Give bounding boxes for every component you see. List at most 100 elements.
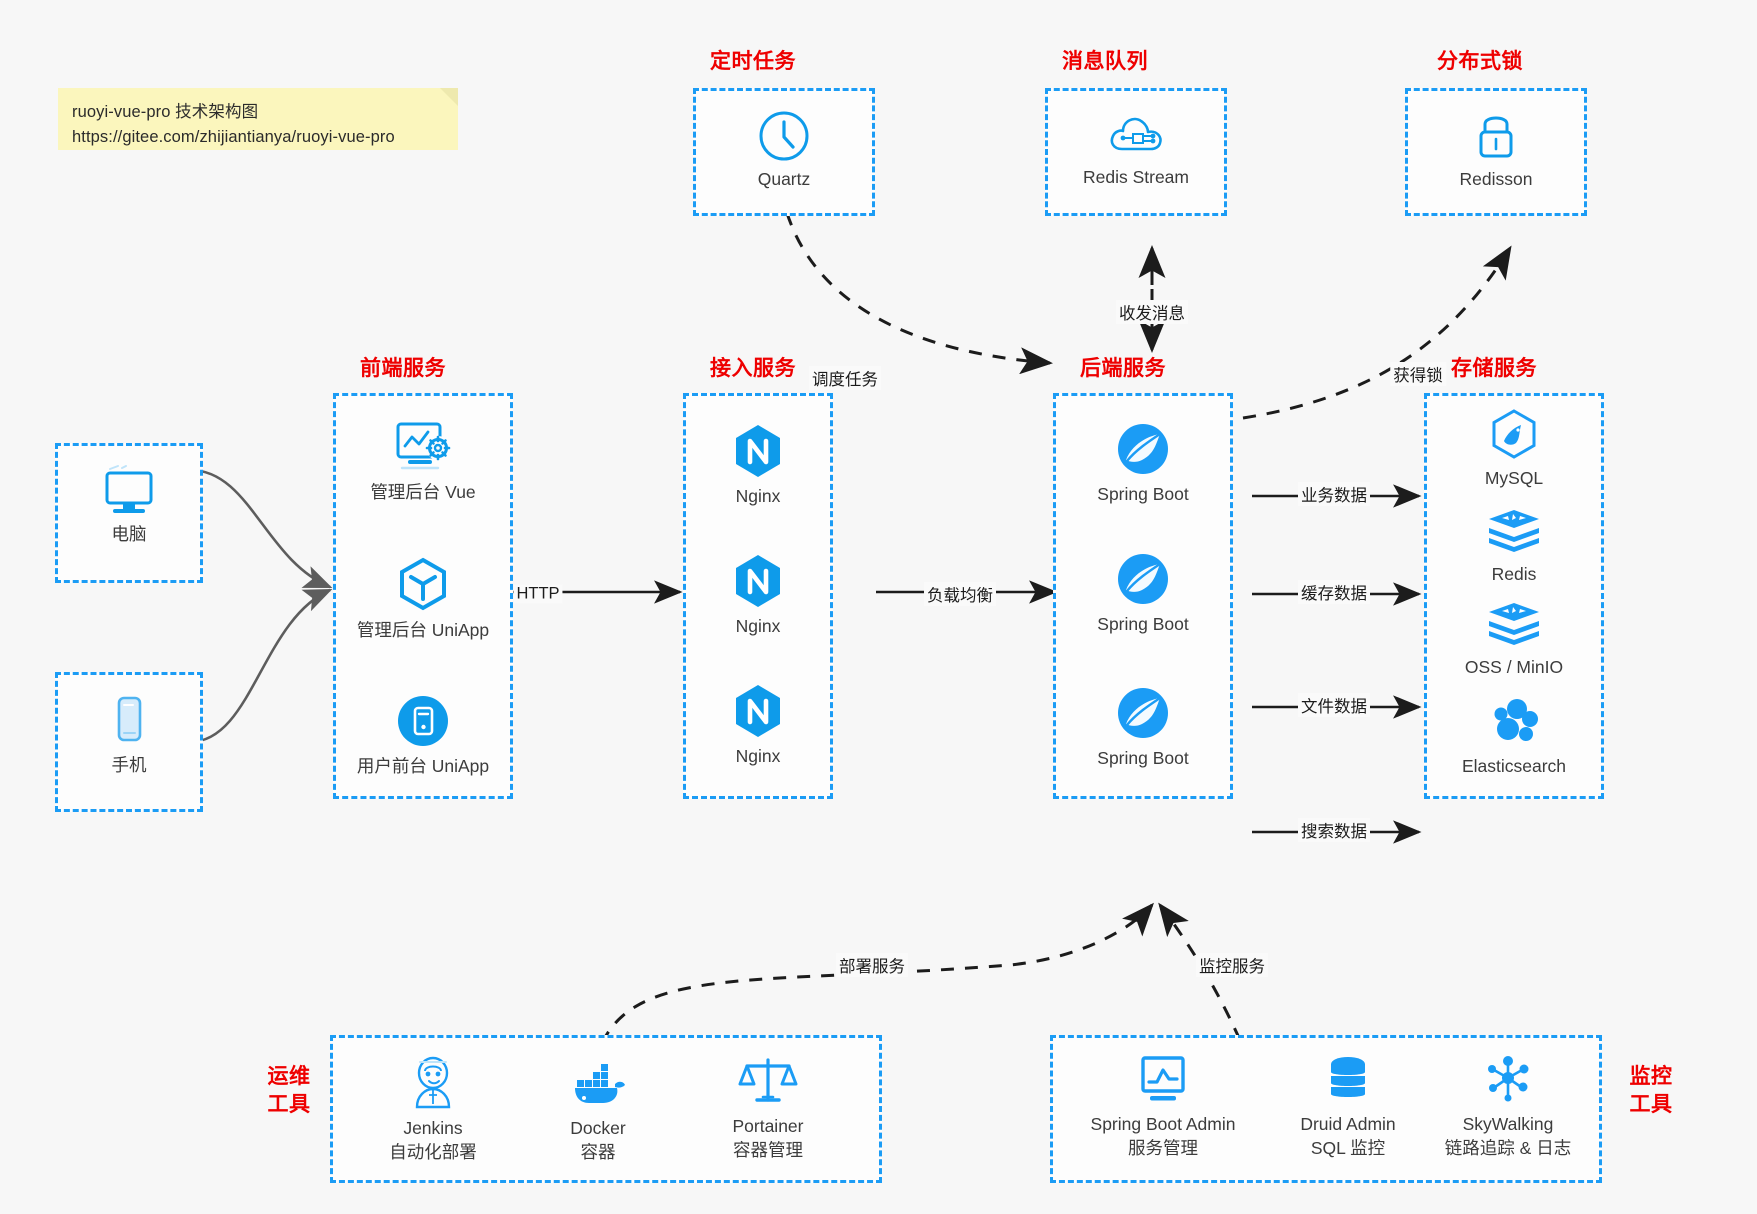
node-jenkins[interactable]: Jenkins 自动化部署 — [353, 1054, 513, 1164]
group-box-mq: Redis Stream — [1045, 88, 1227, 216]
node-label: Portainer — [732, 1116, 804, 1136]
node-label: Spring Boot — [1097, 614, 1189, 634]
node-label: Spring Boot Admin — [1090, 1114, 1236, 1134]
group-box-frontend: 管理后台 Vue 管理后台 UniApp 用户前台 UniApp — [333, 393, 513, 799]
note-line-2: https://gitee.com/zhijiantianya/ruoyi-vu… — [72, 127, 395, 146]
node-portainer[interactable]: Portainer 容器管理 — [683, 1052, 853, 1162]
note-fold-icon — [440, 88, 458, 106]
group-box-scheduler: Quartz — [693, 88, 875, 216]
node-nginx-2[interactable]: Nginx — [686, 552, 830, 639]
spring-leaf-icon — [1118, 688, 1168, 738]
scales-balance-icon — [738, 1058, 798, 1102]
node-skywalking[interactable]: SkyWalking 链路追踪 & 日志 — [1423, 1052, 1593, 1160]
edge-label-deploy: 部署服务 — [836, 953, 908, 977]
nginx-icon — [736, 555, 780, 607]
node-oss-minio[interactable]: OSS / MinIO — [1427, 599, 1601, 680]
node-mobile[interactable]: 手机 — [58, 693, 200, 778]
edge-label-cache-data: 缓存数据 — [1298, 580, 1370, 604]
clock-icon — [759, 111, 809, 161]
node-label: Elasticsearch — [1461, 756, 1567, 776]
node-label: 管理后台 Vue — [370, 482, 476, 502]
edge-label-lock: 获得锁 — [1390, 362, 1446, 386]
group-box-backend: Spring Boot Spring Boot Spring Boot — [1053, 393, 1233, 799]
node-nginx-1[interactable]: Nginx — [686, 422, 830, 509]
node-springboot-3[interactable]: Spring Boot — [1056, 684, 1230, 771]
group-title-storage: 存储服务 — [1451, 357, 1537, 380]
node-sublabel: 自动化部署 — [389, 1141, 477, 1162]
group-title-scheduler: 定时任务 — [710, 50, 796, 73]
edge-mobile-to-frontend — [189, 588, 333, 744]
group-title-mq: 消息队列 — [1062, 50, 1148, 73]
node-spring-boot-admin[interactable]: Spring Boot Admin 服务管理 — [1063, 1052, 1263, 1160]
node-redis[interactable]: Redis — [1427, 506, 1601, 587]
node-mysql[interactable]: MySQL — [1427, 408, 1601, 491]
node-redisson[interactable]: Redisson — [1408, 107, 1584, 192]
node-label: Quartz — [757, 169, 811, 189]
group-title-devops-line2: 工具 — [267, 1093, 311, 1117]
node-elasticsearch[interactable]: Elasticsearch — [1427, 696, 1601, 779]
group-box-lock: Redisson — [1405, 88, 1587, 216]
spring-leaf-icon — [1118, 424, 1168, 474]
node-springboot-2[interactable]: Spring Boot — [1056, 550, 1230, 637]
mobile-phone-icon — [117, 696, 142, 742]
dashboard-gear-icon — [396, 422, 451, 470]
node-label: Spring Boot — [1097, 748, 1189, 768]
node-springboot-1[interactable]: Spring Boot — [1056, 420, 1230, 507]
node-sublabel: 容器管理 — [733, 1139, 803, 1160]
edge-label-business-data: 业务数据 — [1298, 482, 1370, 506]
node-label: Jenkins — [403, 1118, 463, 1138]
padlock-icon — [1479, 116, 1513, 158]
database-cylinder-icon — [1331, 1057, 1365, 1097]
app-tile-icon — [398, 696, 448, 746]
note-line-1: ruoyi-vue-pro 技术架构图 — [72, 103, 259, 121]
node-nginx-3[interactable]: Nginx — [686, 682, 830, 769]
monitor-chart-icon — [1141, 1056, 1185, 1101]
node-quartz[interactable]: Quartz — [696, 109, 872, 192]
group-title-devops-line1: 运维 — [267, 1065, 311, 1088]
group-title-gateway: 接入服务 — [710, 357, 796, 380]
jenkins-butler-icon — [415, 1056, 451, 1109]
node-label: 电脑 — [111, 524, 147, 544]
node-label: Docker — [570, 1118, 626, 1138]
node-label: Nginx — [735, 486, 781, 506]
group-title-monitor-line1: 监控 — [1629, 1065, 1673, 1088]
node-label: Redis Stream — [1082, 167, 1189, 187]
node-sublabel: 服务管理 — [1128, 1137, 1198, 1158]
edge-label-http: HTTP — [513, 584, 563, 604]
node-admin-vue[interactable]: 管理后台 Vue — [336, 418, 510, 505]
group-box-storage: MySQL Redis OSS / MinIO — [1424, 393, 1604, 799]
node-docker[interactable]: Docker 容器 — [518, 1054, 678, 1164]
node-desktop[interactable]: 电脑 — [58, 464, 200, 547]
hexagon-cube-icon — [400, 557, 446, 611]
group-box-gateway: Nginx Nginx Nginx — [683, 393, 833, 799]
group-title-backend: 后端服务 — [1080, 357, 1166, 380]
edge-label-mq: 收发消息 — [1116, 300, 1188, 324]
node-sublabel: 链路追踪 & 日志 — [1444, 1137, 1572, 1158]
node-label: Redisson — [1459, 169, 1533, 189]
node-label: Redis — [1491, 564, 1537, 584]
edge-schedule-line — [785, 212, 1053, 375]
group-box-client-desktop: 电脑 — [55, 443, 203, 583]
edge-label-search-data: 搜索数据 — [1298, 818, 1370, 842]
desktop-monitor-icon — [105, 465, 153, 513]
docker-whale-icon — [575, 1064, 625, 1103]
nginx-icon — [736, 425, 780, 477]
node-label: 管理后台 UniApp — [356, 620, 490, 640]
node-label: MySQL — [1484, 468, 1544, 488]
group-box-client-mobile: 手机 — [55, 672, 203, 812]
group-box-devops: Jenkins 自动化部署 Docker 容器 — [330, 1035, 882, 1183]
node-admin-uniapp[interactable]: 管理后台 UniApp — [336, 556, 510, 643]
node-druid-admin[interactable]: Druid Admin SQL 监控 — [1268, 1052, 1428, 1160]
skywalking-nodes-icon — [1488, 1056, 1529, 1102]
nginx-icon — [736, 685, 780, 737]
elasticsearch-icon — [1494, 699, 1538, 741]
node-user-uniapp[interactable]: 用户前台 UniApp — [336, 692, 510, 779]
edge-desktop-to-frontend — [189, 468, 333, 589]
node-redis-stream[interactable]: Redis Stream — [1048, 109, 1224, 190]
group-box-monitor: Spring Boot Admin 服务管理 Druid Admin SQL 监… — [1050, 1035, 1602, 1183]
group-title-frontend: 前端服务 — [360, 357, 446, 380]
group-title-lock: 分布式锁 — [1437, 50, 1523, 73]
cloud-stream-icon — [1110, 117, 1162, 151]
edge-label-file-data: 文件数据 — [1298, 693, 1370, 717]
